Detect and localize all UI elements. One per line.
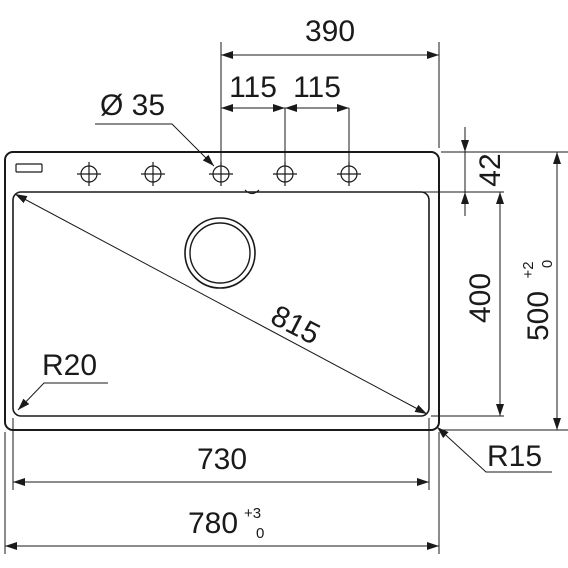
dim-815: 815 xyxy=(266,299,326,351)
tap-hole-4 xyxy=(273,162,297,186)
dim-115-right: 115 xyxy=(293,71,341,104)
tap-hole-5 xyxy=(337,162,361,186)
dim-390: 390 xyxy=(305,15,355,48)
leader-r15 xyxy=(436,426,552,473)
dim-780-tol-upper: +3 xyxy=(244,505,261,522)
dim-line-815 xyxy=(14,193,428,415)
overflow-slot xyxy=(15,163,43,173)
sink-outer-outline xyxy=(4,151,440,431)
drain-inner-circle xyxy=(189,222,251,284)
basin-outline xyxy=(12,191,430,417)
dim-400: 400 xyxy=(464,273,497,323)
dim-500: 500 xyxy=(522,291,555,341)
tap-hole-3 xyxy=(209,162,233,186)
dim-500-tol-lower: 0 xyxy=(539,260,556,268)
dim-diameter-35: Ø 35 xyxy=(100,89,165,122)
dim-500-tol-upper: +2 xyxy=(520,261,537,278)
ledge-mark xyxy=(244,189,260,195)
leader-r20 xyxy=(17,382,108,411)
dim-r20: R20 xyxy=(42,349,97,382)
dim-r15: R15 xyxy=(487,440,542,473)
dim-780-tol-lower: 0 xyxy=(256,525,264,542)
tap-hole-2 xyxy=(141,162,165,186)
dim-730: 730 xyxy=(197,443,247,476)
dim-115-left: 115 xyxy=(229,71,277,104)
tap-hole-1 xyxy=(77,162,101,186)
dim-780: 780 xyxy=(188,507,238,540)
leader-diameter xyxy=(95,123,215,167)
drain-outer-circle xyxy=(184,217,256,289)
dim-42: 42 xyxy=(474,153,507,186)
